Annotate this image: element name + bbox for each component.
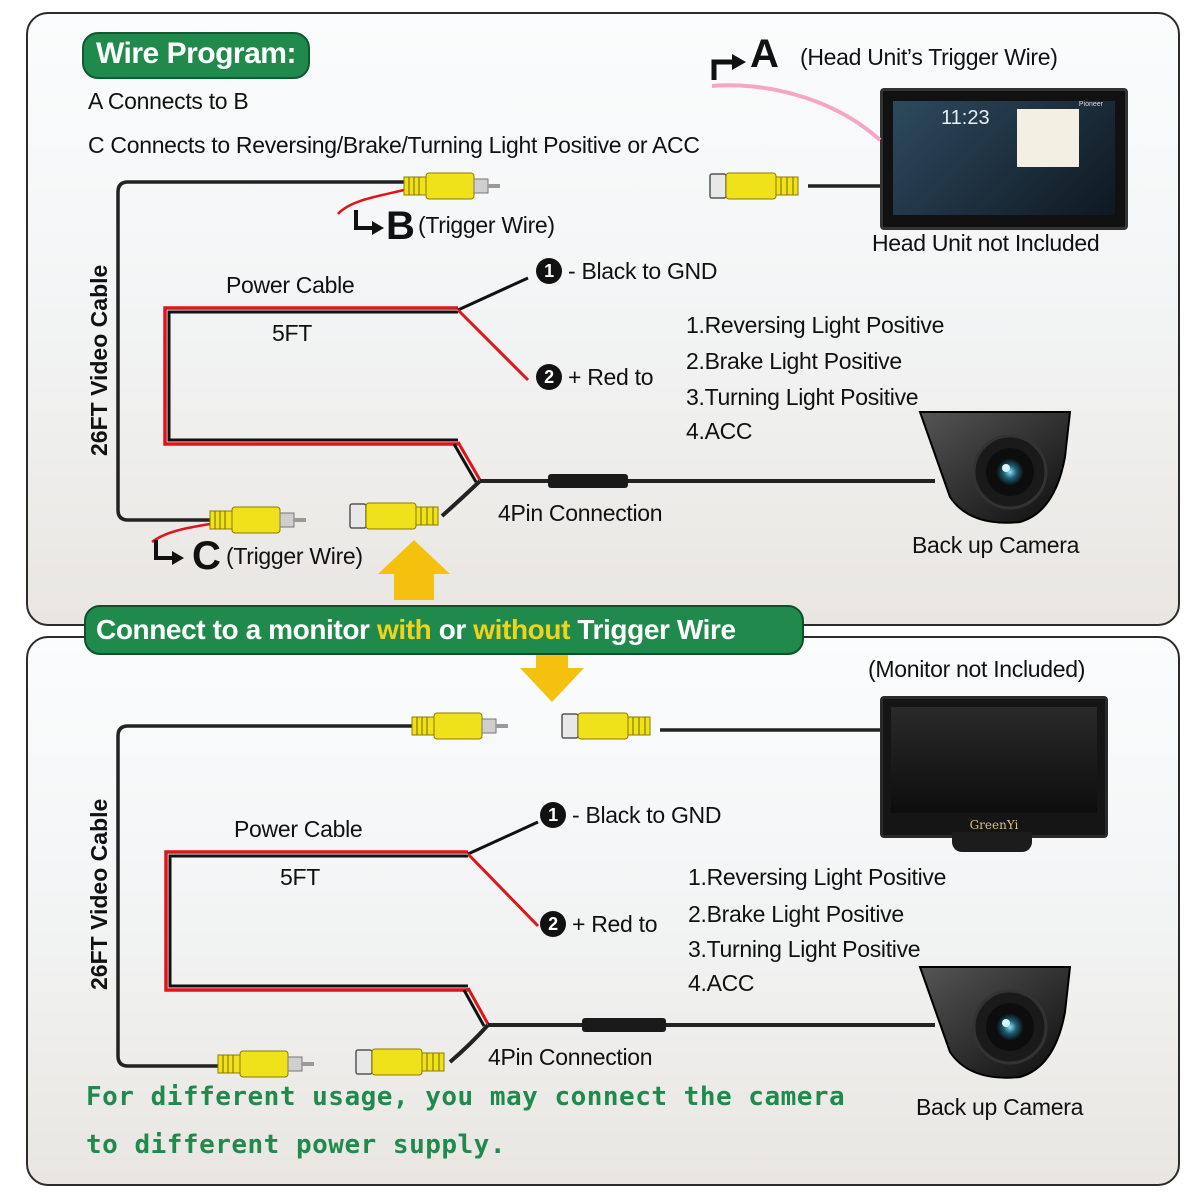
red-label: 2+ Red to (536, 364, 653, 391)
option-4: 4.ACC (686, 418, 753, 444)
banner-part1: Connect to a monitor (96, 614, 377, 645)
camera-label: Back up Camera (912, 532, 1080, 558)
banner-without: without (473, 614, 571, 645)
bottom-option-1: 1.Reversing Light Positive (688, 864, 947, 890)
bottom-step-2-icon: 2 (540, 911, 566, 937)
monitor-note: (Monitor not Included) (868, 656, 1086, 682)
banner-with: with (376, 614, 432, 645)
step-1-icon: 1 (536, 258, 562, 284)
head-unit-trigger-label: (Head Unit’s Trigger Wire) (800, 44, 1058, 70)
letter-b: B (386, 204, 415, 248)
banner-part2: or (431, 614, 474, 645)
instruction-a-to-b: A Connects to B (88, 88, 249, 114)
banner-part3: Trigger Wire (570, 614, 736, 645)
monitor-stand (952, 832, 1032, 852)
pin-connection-label: 4Pin Connection (498, 500, 663, 526)
monitor-banner: Connect to a monitor with or without Tri… (84, 605, 804, 655)
bottom-option-4: 4.ACC (688, 970, 755, 996)
usage-note-line1: For different usage, you may connect the… (86, 1082, 846, 1112)
head-unit-clock: 11:23 (941, 107, 990, 129)
monitor-icon: GreenYi (880, 696, 1108, 838)
bottom-black-gnd-text: - Black to GND (572, 802, 722, 828)
option-1: 1.Reversing Light Positive (686, 312, 945, 338)
bottom-power-cable-label: Power Cable (234, 816, 363, 842)
power-cable-label: Power Cable (226, 272, 355, 298)
wire-program-badge: Wire Program: (82, 32, 310, 79)
album-art (1017, 109, 1079, 167)
step-2-icon: 2 (536, 364, 562, 390)
bottom-red-text: + Red to (572, 911, 658, 937)
bottom-cable-length-label: 5FT (280, 864, 320, 890)
bottom-step-1-icon: 1 (540, 802, 566, 828)
usage-note-line2: to different power supply. (86, 1130, 506, 1160)
option-3: 3.Turning Light Positive (686, 384, 919, 410)
letter-a: A (750, 32, 779, 76)
bottom-red-label: 2+ Red to (540, 911, 657, 938)
bottom-option-2: 2.Brake Light Positive (688, 901, 904, 927)
option-2: 2.Brake Light Positive (686, 348, 902, 374)
red-text: + Red to (568, 364, 654, 390)
monitor-brand: GreenYi (969, 818, 1019, 832)
head-unit-brand: Pioneer (1078, 101, 1103, 108)
bottom-pin-connection-label: 4Pin Connection (488, 1044, 653, 1070)
video-cable-label: 26FT Video Cable (86, 264, 112, 456)
head-unit-note: Head Unit not Included (872, 230, 1100, 256)
instruction-c: C Connects to Reversing/Brake/Turning Li… (88, 132, 700, 158)
trigger-b-label: (Trigger Wire) (418, 212, 555, 238)
monitor-screen (891, 707, 1097, 813)
black-gnd-text: - Black to GND (568, 258, 718, 284)
bottom-black-gnd-label: 1- Black to GND (540, 802, 721, 829)
cable-length-label: 5FT (272, 320, 312, 346)
black-gnd-label: 1- Black to GND (536, 258, 717, 285)
bottom-camera-label: Back up Camera (916, 1094, 1084, 1120)
letter-c: C (192, 534, 221, 578)
bottom-option-3: 3.Turning Light Positive (688, 936, 921, 962)
head-unit-icon: 11:23 Pioneer (880, 88, 1128, 230)
trigger-c-label: (Trigger Wire) (226, 543, 363, 569)
bottom-video-cable-label: 26FT Video Cable (86, 798, 112, 990)
